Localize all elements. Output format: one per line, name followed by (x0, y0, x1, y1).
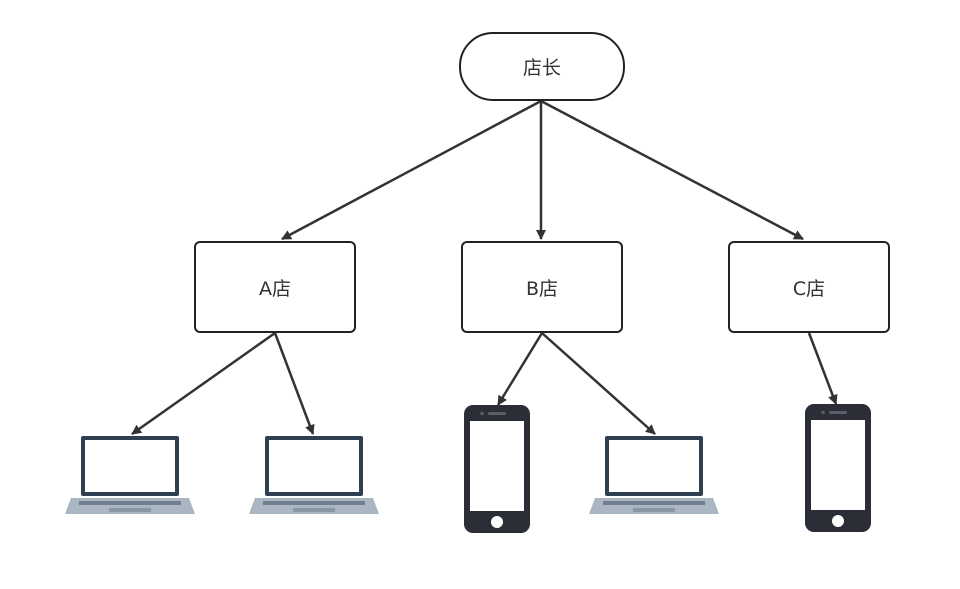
store-node-b: B店 (461, 241, 623, 333)
store-label-b: B店 (525, 277, 559, 300)
arrow-a-to-laptop-2 (273, 332, 315, 435)
arrow-a-to-laptop-1 (131, 331, 276, 436)
smartphone-icon (464, 405, 530, 533)
root-label: 店长 (522, 57, 561, 79)
arrow-c-to-phone (807, 332, 838, 405)
store-node-c: C店 (728, 241, 890, 333)
smartphone-icon (805, 404, 871, 532)
root-node: 店长 (459, 32, 625, 101)
store-label-c: C店 (792, 277, 826, 300)
laptop-icon (65, 436, 195, 514)
laptop-icon (589, 436, 719, 514)
laptop-icon (249, 436, 379, 514)
store-label-a: A店 (259, 277, 291, 300)
arrow-b-to-phone (496, 332, 544, 406)
store-node-a: A店 (194, 241, 356, 333)
arrow-root-to-a (281, 99, 542, 241)
arrow-b-to-laptop (541, 332, 656, 435)
arrow-root-to-c (540, 99, 804, 241)
